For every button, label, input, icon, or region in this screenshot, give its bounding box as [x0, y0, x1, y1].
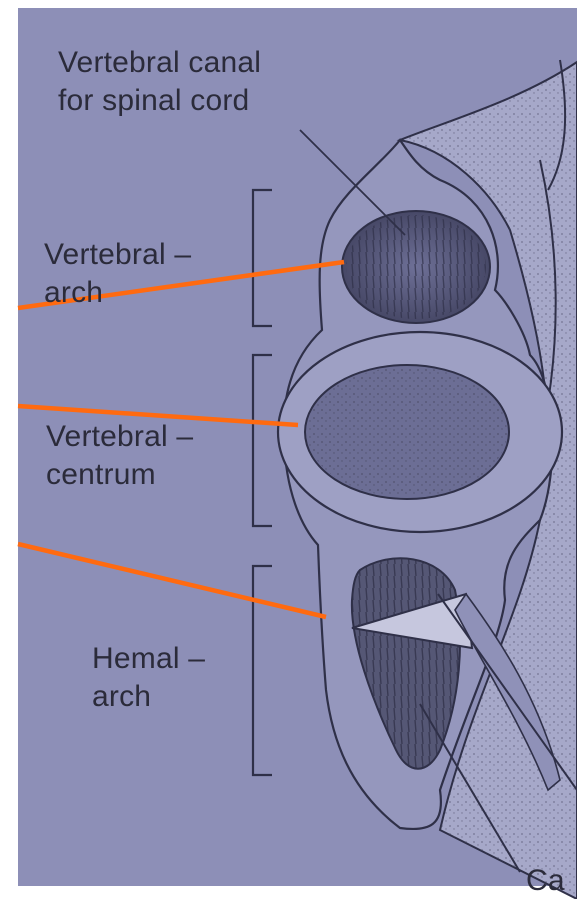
vertebral-canal-hatch — [346, 215, 486, 319]
label-vertebral-arch-line1: Vertebral – — [44, 236, 191, 274]
label-vertebral-canal-line1: Vertebral canal — [58, 44, 261, 82]
label-vertebral-canal-line2: for spinal cord — [58, 82, 261, 120]
label-vertebral-centrum: Vertebral – centrum — [46, 418, 193, 494]
label-hemal-arch-line2: arch — [92, 678, 205, 716]
label-vertebral-arch: Vertebral – arch — [44, 236, 191, 312]
label-hemal-arch: Hemal – arch — [92, 640, 205, 716]
label-vertebral-centrum-line1: Vertebral – — [46, 418, 193, 456]
label-vertebral-canal: Vertebral canal for spinal cord — [58, 44, 261, 120]
label-hemal-arch-line1: Hemal – — [92, 640, 205, 678]
label-vertebral-arch-line2: arch — [44, 274, 191, 312]
label-vertebral-centrum-line2: centrum — [46, 456, 193, 494]
label-cut-off: Ca — [526, 862, 565, 900]
label-cut-off-text: Ca — [526, 862, 565, 900]
centrum-stipple — [307, 367, 507, 497]
